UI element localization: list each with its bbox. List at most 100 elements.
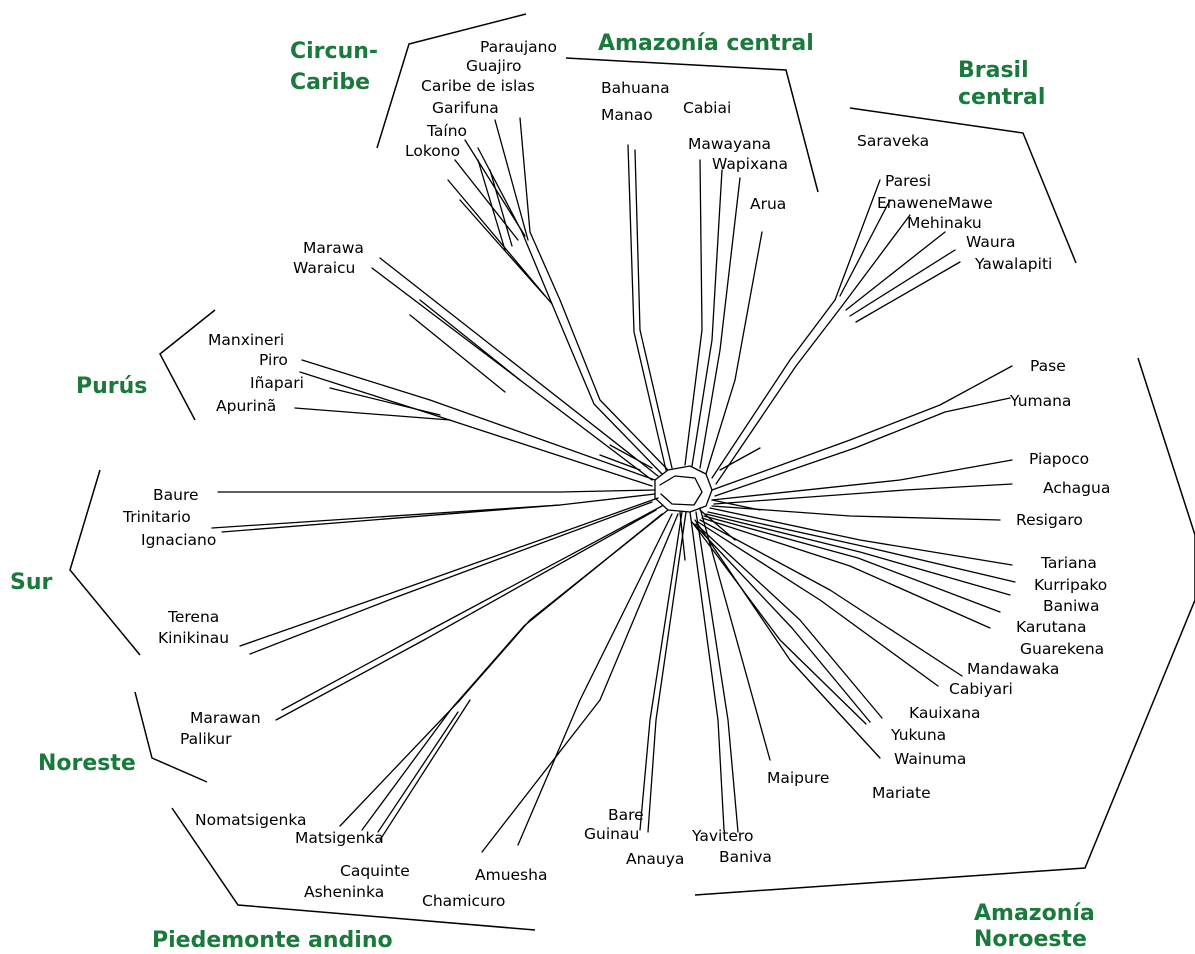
label-yukuna: Yukuna	[890, 726, 946, 744]
label-paresi: Paresi	[885, 172, 931, 190]
edge-tariana	[709, 507, 1013, 566]
edge-piro	[299, 371, 426, 413]
edge-baniva	[695, 511, 739, 833]
edge-kauixana	[695, 523, 883, 719]
edge-guajiro	[494, 119, 529, 241]
label-asheninka: Asheninka	[304, 883, 384, 901]
group-piedemonte-andino: Piedemonte andino	[152, 928, 393, 953]
label-nomatsigenka: Nomatsigenka	[195, 811, 307, 829]
edge-baniwa	[705, 513, 1011, 596]
edge-waraicu	[409, 299, 521, 393]
label-mawayana: Mawayana	[688, 135, 771, 153]
bracket-brasil-central	[849, 107, 1077, 264]
edge-maipure	[699, 507, 771, 761]
label-baniva: Baniva	[719, 848, 772, 866]
label-kurripako: Kurripako	[1034, 576, 1107, 594]
group-sur: Sur	[10, 570, 53, 595]
group-noreste: Noreste	[38, 751, 136, 776]
label-kauixana: Kauixana	[909, 704, 981, 722]
bracket-purus	[159, 309, 216, 421]
label-kinikinau: Kinikinau	[158, 629, 229, 647]
label-mehinaku: Mehinaku	[907, 214, 982, 232]
edge-mawayana	[691, 169, 723, 467]
edge-yawalapiti	[855, 261, 961, 323]
edge-taino	[477, 159, 506, 251]
center-web	[599, 444, 761, 561]
label-achagua: Achagua	[1043, 479, 1110, 497]
edge-marawa	[371, 257, 659, 481]
edge-baure	[217, 489, 656, 493]
edge-inapari	[329, 387, 441, 416]
edge-mehinaku	[845, 231, 946, 311]
label-wainuma: Wainuma	[894, 750, 966, 768]
edge-mariate	[694, 519, 881, 759]
group-amazonia-noroeste-2: Noroeste	[974, 927, 1087, 952]
label-cabiyari: Cabiyari	[949, 680, 1013, 698]
edge-enawenemawe	[841, 214, 911, 307]
edge-mandawaka	[699, 519, 963, 677]
group-labels: Circun- Caribe Amazonía central Brasil c…	[10, 31, 1095, 953]
label-marawan: Marawan	[190, 709, 261, 727]
edge-yumana	[714, 397, 1011, 497]
label-bahuana: Bahuana	[601, 79, 670, 97]
edge-apurina	[294, 407, 451, 421]
label-mandawaka: Mandawaka	[967, 660, 1059, 678]
edge-caribe	[521, 231, 663, 475]
label-arua: Arua	[750, 195, 786, 213]
group-brasil-central-2: central	[958, 85, 1045, 110]
edge-saraveka	[834, 179, 881, 301]
label-anauya: Anauya	[626, 850, 684, 868]
edge-terena	[239, 497, 659, 647]
edge-yavitero	[689, 511, 725, 831]
label-trinitario: Trinitario	[122, 508, 191, 526]
label-baure: Baure	[153, 486, 199, 504]
label-yavitero: Yavitero	[691, 827, 753, 845]
edge-amuesha	[517, 513, 673, 846]
edge-caquinte	[379, 699, 471, 841]
label-inapari: Iñapari	[250, 374, 304, 392]
bracket-circun-caribe	[376, 13, 527, 149]
label-manxineri: Manxineri	[208, 331, 284, 349]
label-saraveka: Saraveka	[857, 132, 929, 150]
edge-guarekena	[701, 517, 991, 629]
group-purus: Purús	[76, 374, 147, 399]
label-taino: Taíno	[426, 122, 467, 140]
edge-karutana	[703, 515, 1001, 613]
edge-wapixana	[699, 177, 741, 469]
group-amazonia-central: Amazonía central	[598, 31, 814, 56]
label-piro: Piro	[259, 351, 288, 369]
edge-nomatsigenka	[339, 699, 461, 827]
edge-arua	[705, 231, 763, 475]
label-waura: Waura	[966, 233, 1016, 251]
edge-purus	[424, 399, 656, 487]
label-maipure: Maipure	[767, 769, 829, 787]
label-piapoco: Piapoco	[1029, 450, 1089, 468]
language-labels: Paraujano Guajiro Caribe de islas Garifu…	[122, 38, 1110, 910]
edge-paresi	[839, 199, 891, 297]
edge-garifuna	[454, 159, 519, 247]
edge-kurripako	[707, 511, 1016, 583]
edge-palikur	[275, 509, 657, 721]
bracket-amazonia-central	[565, 57, 819, 193]
group-brackets	[69, 13, 1195, 931]
label-terena: Terena	[167, 608, 219, 626]
label-enawenemawe: EnaweneMawe	[877, 194, 993, 212]
label-yumana: Yumana	[1009, 392, 1071, 410]
edge-manao	[627, 144, 667, 471]
edge-guinau	[647, 511, 687, 833]
edge-manxineri	[301, 359, 431, 401]
label-tariana: Tariana	[1040, 554, 1097, 572]
edge-pase	[711, 365, 1013, 491]
label-matsigenka: Matsigenka	[295, 829, 384, 847]
edge-ignaciano	[221, 504, 561, 533]
label-amuesha: Amuesha	[475, 866, 547, 884]
label-ignaciano: Ignaciano	[141, 531, 216, 549]
edge-piapoco	[711, 459, 1013, 501]
edge-brasil	[715, 305, 843, 485]
edge-bahuana	[634, 149, 673, 469]
label-guajiro: Guajiro	[466, 57, 521, 75]
edge-waura	[849, 249, 956, 317]
network-edges	[211, 117, 1016, 853]
edge-piedemonte	[459, 509, 669, 701]
